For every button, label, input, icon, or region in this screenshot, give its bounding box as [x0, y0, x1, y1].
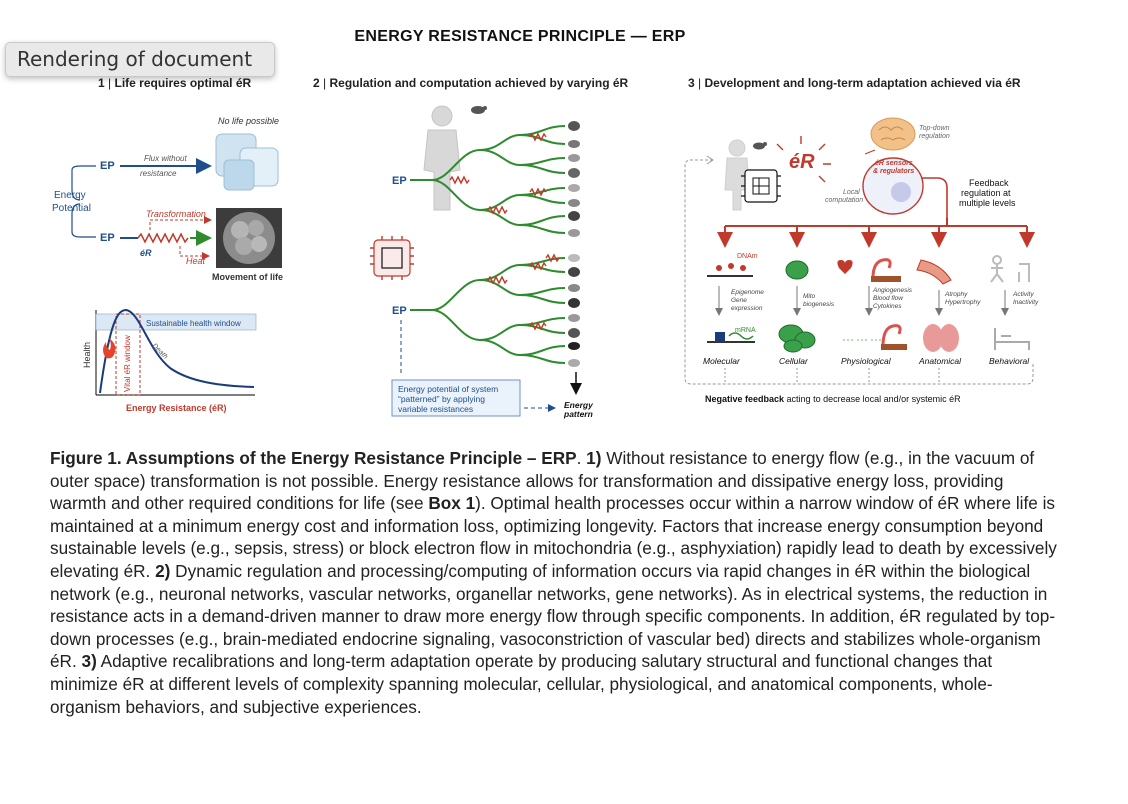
health-curve: [99, 308, 255, 394]
bed-icon: [994, 328, 1030, 350]
figure-caption: Figure 1. Assumptions of the Energy Resi…: [50, 448, 1057, 717]
panel-1-heading: 1 | Life requires optimal éR: [98, 76, 252, 90]
level-anatomical: Anatomical: [918, 356, 962, 366]
panel-1-diagram: No life possible EP Flux without resista…: [52, 116, 283, 413]
local-label-2: computation: [825, 197, 863, 204]
box-line-3: variable resistances: [398, 404, 473, 414]
panel-3-diagram: éR Top-down regulation éR sensors & regu…: [684, 117, 1039, 404]
no-life-label: No life possible: [218, 116, 279, 126]
energy-pattern-bottom: [568, 254, 580, 367]
network-bottom: [410, 257, 566, 364]
mitochondria-icon: [785, 260, 809, 280]
ep-top-label: EP: [100, 160, 115, 172]
inactivity-label: Inactivity: [1013, 299, 1039, 306]
sensor-cell-icon: [862, 157, 924, 215]
negative-feedback-label: Negative feedback acting to decrease loc…: [705, 394, 961, 404]
mito-network-icon: [778, 324, 816, 353]
brain-icon: [870, 117, 916, 151]
x-axis-label: Energy Resistance (éR): [126, 403, 227, 413]
heart-icon: [837, 260, 853, 274]
level-cellular: Cellular: [779, 356, 809, 366]
network-top: [410, 125, 566, 234]
mrna-icon: [707, 332, 755, 343]
panel-3-heading: 3 | Development and long-term adaptation…: [688, 76, 1021, 90]
er-label-1: éR: [140, 248, 152, 258]
box-line-2: “patterned” by applying: [398, 394, 485, 404]
atrophy-label: Atrophy: [944, 291, 968, 298]
rendering-tooltip: Rendering of document: [5, 42, 275, 77]
dnam-label: DNAm: [737, 253, 758, 260]
ep-bottom-label: EP: [100, 232, 115, 244]
activity-label: Activity: [1012, 291, 1034, 298]
er-big-label: éR: [789, 151, 815, 173]
chip-icon: [741, 169, 781, 203]
feedback-label-2: regulation at: [961, 188, 1011, 198]
mrna-label: mRNA: [735, 327, 756, 334]
runner-icon: [990, 255, 1030, 283]
energy-pattern-label-2: pattern: [563, 409, 593, 419]
feedback-label: Feedback: [969, 178, 1009, 188]
flux-label: Flux without: [144, 154, 187, 163]
human-body-icon: [423, 105, 461, 211]
ep-bottom-label: EP: [392, 305, 407, 317]
mouse-icon: [753, 142, 767, 150]
biogenesis-label: biogenesis: [803, 301, 835, 308]
fire-icon: [103, 338, 116, 359]
blood-flow-label: Blood flow: [873, 295, 904, 302]
top-down-label: Top-down: [919, 125, 950, 132]
muscle-icon: [916, 259, 952, 285]
level-molecular: Molecular: [703, 356, 741, 366]
dna-methylation-icon: [707, 263, 753, 277]
movement-label: Movement of life: [212, 272, 283, 282]
ep-top-label: EP: [392, 175, 407, 187]
human-body-icon: [724, 139, 750, 211]
sustainable-window-label: Sustainable health window: [146, 319, 241, 328]
panel-2-diagram: EP EP: [370, 105, 594, 419]
capillary-icon: [843, 324, 907, 350]
caption-label: Figure 1. Assumptions of the Energy Resi…: [50, 448, 577, 468]
figure-title: ENERGY RESISTANCE PRINCIPLE — ERP: [354, 28, 686, 45]
potential-label: Potential: [52, 203, 91, 214]
chip-icon: [370, 236, 414, 280]
hypertrophy-label: Hypertrophy: [945, 299, 981, 306]
local-label: Local: [843, 189, 860, 196]
vital-window-label: Vital éR window: [123, 335, 132, 392]
lung-icon: [923, 324, 959, 352]
heat-label: Heat: [186, 256, 206, 266]
transformation-label: Transformation: [146, 209, 206, 219]
embryo-image: [216, 208, 282, 268]
er-glow-icon: [776, 136, 831, 183]
panel-2-heading: 2 | Regulation and computation achieved …: [313, 76, 629, 90]
ice-cube-icon: [215, 133, 279, 191]
box-1-reference: Box 1: [428, 493, 476, 514]
expression-label: expression: [731, 305, 763, 312]
vital-window: [115, 313, 141, 396]
patterned-box: [391, 379, 521, 417]
mito-label: Mito: [803, 293, 816, 300]
energy-pattern-label: Energy: [564, 400, 594, 410]
flux-label-2: resistance: [140, 169, 177, 178]
level-physiological: Physiological: [841, 356, 892, 366]
vessel-icon: [871, 258, 901, 282]
sensors-label: éR sensors: [875, 160, 913, 167]
resistor-icon: [137, 232, 189, 244]
energy-label: Energy: [54, 190, 86, 201]
health-axis-label: Health: [82, 342, 92, 368]
angiogenesis-label: Angiogenesis: [872, 287, 913, 294]
energy-pattern-top: [568, 121, 580, 237]
level-behavioral: Behavioral: [989, 356, 1030, 366]
cytokines-label: Cytokines: [873, 303, 902, 310]
box-line-1: Energy potential of system: [398, 384, 498, 394]
sensors-label-2: & regulators: [873, 168, 914, 175]
mouse-icon: [471, 106, 487, 114]
level-labels: Molecular Cellular Physiological Anatomi…: [703, 356, 1030, 366]
epigenome-label: Epigenome: [731, 289, 764, 296]
top-down-label-2: regulation: [919, 133, 950, 140]
feedback-label-3: multiple levels: [959, 198, 1016, 208]
negative-feedback-loop: [684, 159, 1034, 385]
gene-label: Gene: [731, 297, 747, 304]
